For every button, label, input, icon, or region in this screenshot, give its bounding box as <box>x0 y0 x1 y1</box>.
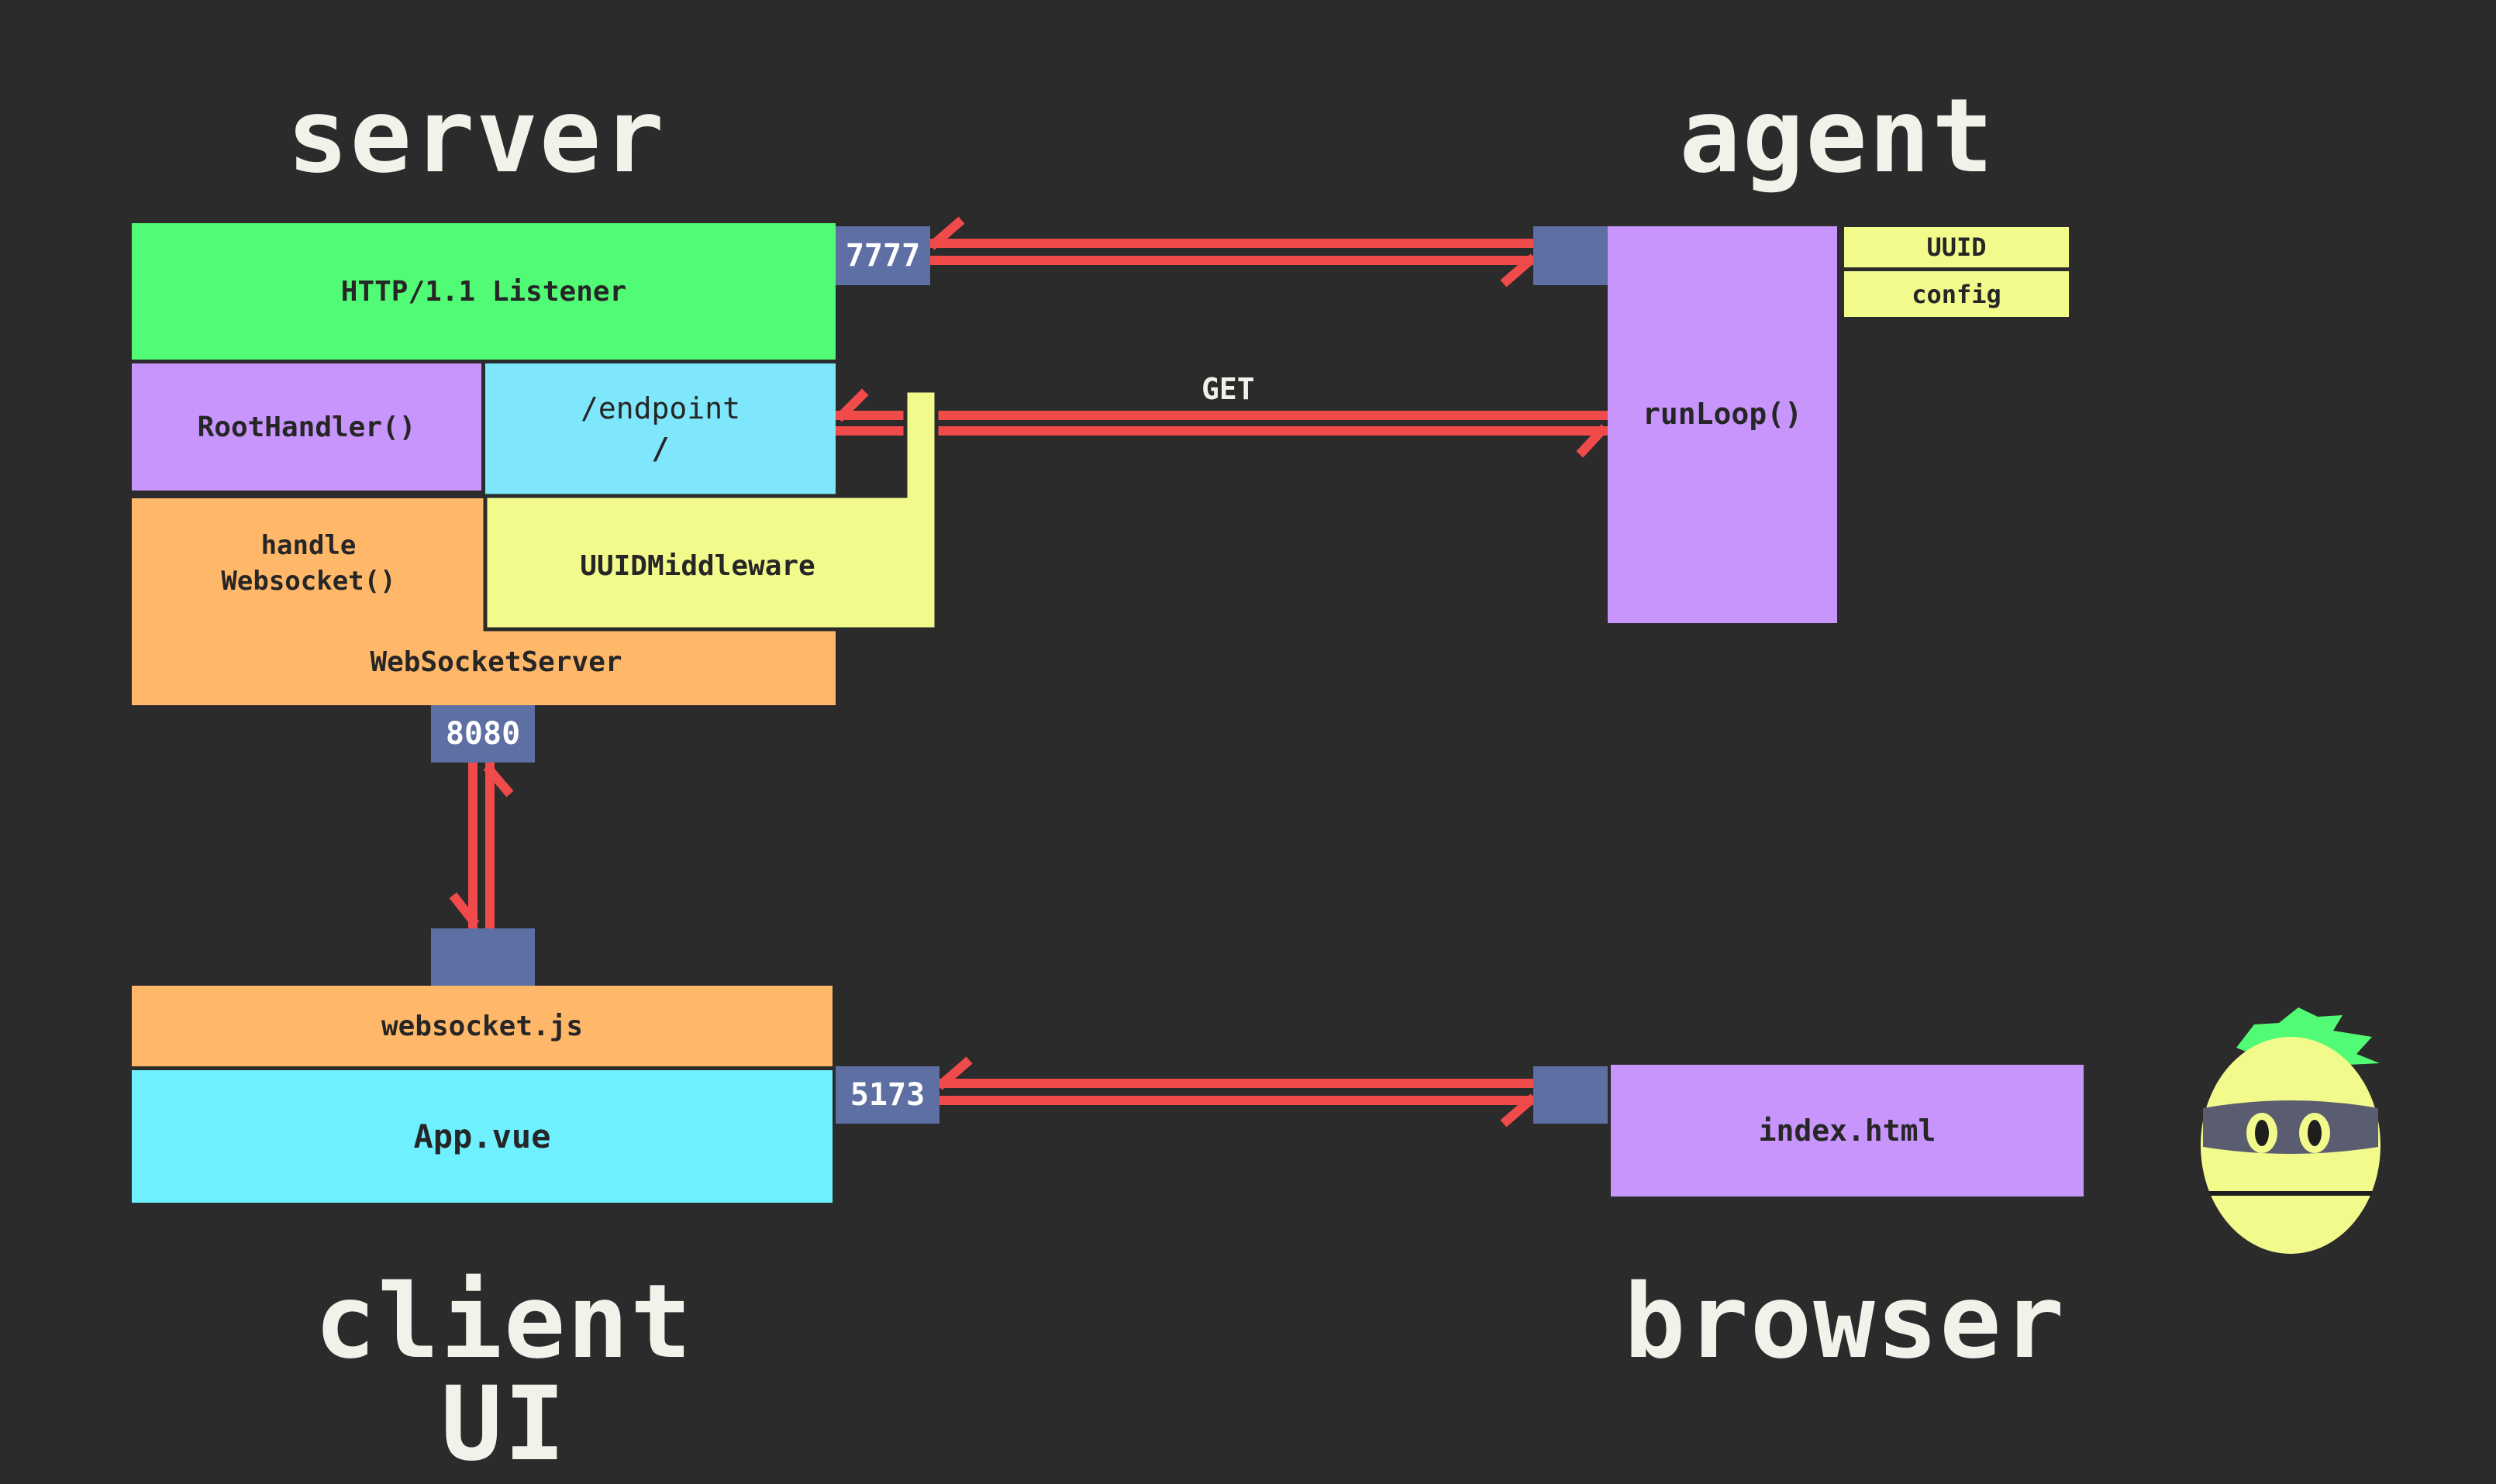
index-html-label: index.html <box>1758 1114 1936 1148</box>
agent-port <box>1533 226 1608 285</box>
uuid-label: UUID <box>1926 232 1987 262</box>
websocket-js-label: websocket.js <box>381 1010 584 1042</box>
title-client-ui: client UI <box>314 1262 694 1484</box>
title-agent: agent <box>1679 77 1995 196</box>
handle-websocket-label-1: handle <box>260 530 357 562</box>
uuid-box: UUID <box>1840 223 2073 271</box>
endpoint-label: /endpoint <box>581 391 740 426</box>
http-listener-box: HTTP/1.1 Listener <box>132 223 836 360</box>
get-label: GET <box>1201 372 1255 406</box>
browser-port <box>1533 1066 1608 1124</box>
app-vue-box: App.vue <box>132 1066 833 1203</box>
http-listener-label: HTTP/1.1 Listener <box>340 275 627 308</box>
port-7777: 7777 <box>836 226 930 285</box>
handle-websocket-label-2: Websocket() <box>221 566 396 597</box>
endpoint-box: /endpoint / <box>485 360 836 494</box>
port-8080: 8080 <box>431 705 535 763</box>
title-browser: browser <box>1623 1262 2067 1382</box>
handle-websocket-box: handle Websocket() <box>132 498 485 630</box>
root-handler-box: RootHandler() <box>132 360 485 494</box>
websocket-server-label: WebSocketServer <box>370 646 622 678</box>
endpoint-root-label: / <box>651 431 670 466</box>
config-label: config <box>1912 279 2001 309</box>
port-5173: 5173 <box>836 1066 939 1124</box>
client-ws-port <box>431 928 535 986</box>
uuid-middleware-label: UUIDMiddleware <box>580 549 815 582</box>
run-loop-box: runLoop() <box>1608 226 1837 623</box>
run-loop-label: runLoop() <box>1643 397 1802 431</box>
config-box: config <box>1840 271 2073 321</box>
index-html-box: index.html <box>1611 1065 2084 1196</box>
root-handler-label: RootHandler() <box>197 411 416 443</box>
websocket-js-box: websocket.js <box>132 986 833 1066</box>
app-vue-label: App.vue <box>413 1117 551 1155</box>
title-server: server <box>287 77 666 196</box>
